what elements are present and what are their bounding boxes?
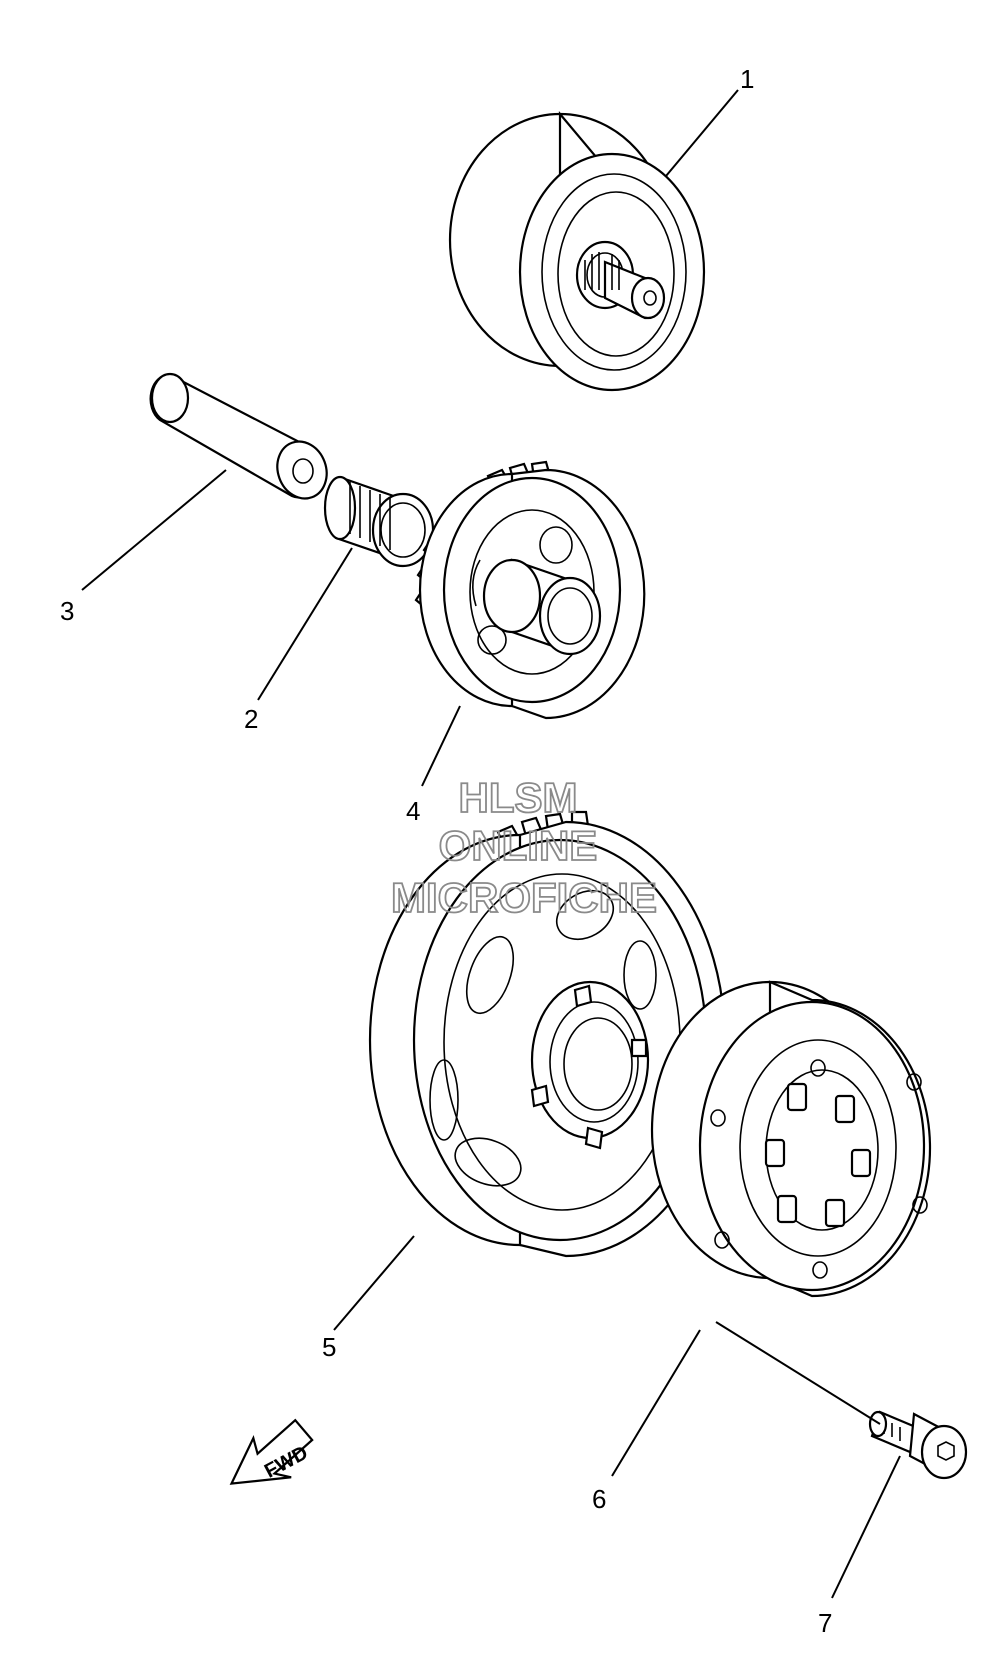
part-4-gear[interactable] bbox=[414, 460, 646, 720]
part-6-one-way-clutch[interactable] bbox=[650, 980, 932, 1298]
watermark-line-3: MICROFICHE bbox=[391, 874, 657, 921]
part-3-shaft[interactable] bbox=[149, 372, 335, 505]
leader-lines bbox=[81, 89, 901, 1599]
watermark: HLSM ONLINE MICROFICHE bbox=[390, 773, 658, 922]
callout-7: 7 bbox=[818, 1608, 832, 1638]
callout-4: 4 bbox=[406, 796, 420, 826]
part-1-gear[interactable] bbox=[448, 110, 706, 392]
callout-labels: 1 2 3 4 5 6 7 bbox=[60, 64, 832, 1638]
watermark-line-2: ONLINE bbox=[439, 822, 598, 869]
callout-1: 1 bbox=[740, 64, 754, 94]
callout-2: 2 bbox=[244, 704, 258, 734]
part-5-wheel-gear[interactable] bbox=[368, 810, 726, 1258]
part-2-needle-bearing[interactable] bbox=[323, 475, 435, 568]
fwd-arrow-icon: FWD bbox=[229, 1418, 314, 1485]
part-7-bolt[interactable] bbox=[868, 1410, 968, 1480]
watermark-line-1: HLSM bbox=[459, 774, 578, 821]
callout-5: 5 bbox=[322, 1332, 336, 1362]
callout-3: 3 bbox=[60, 596, 74, 626]
callout-6: 6 bbox=[592, 1484, 606, 1514]
